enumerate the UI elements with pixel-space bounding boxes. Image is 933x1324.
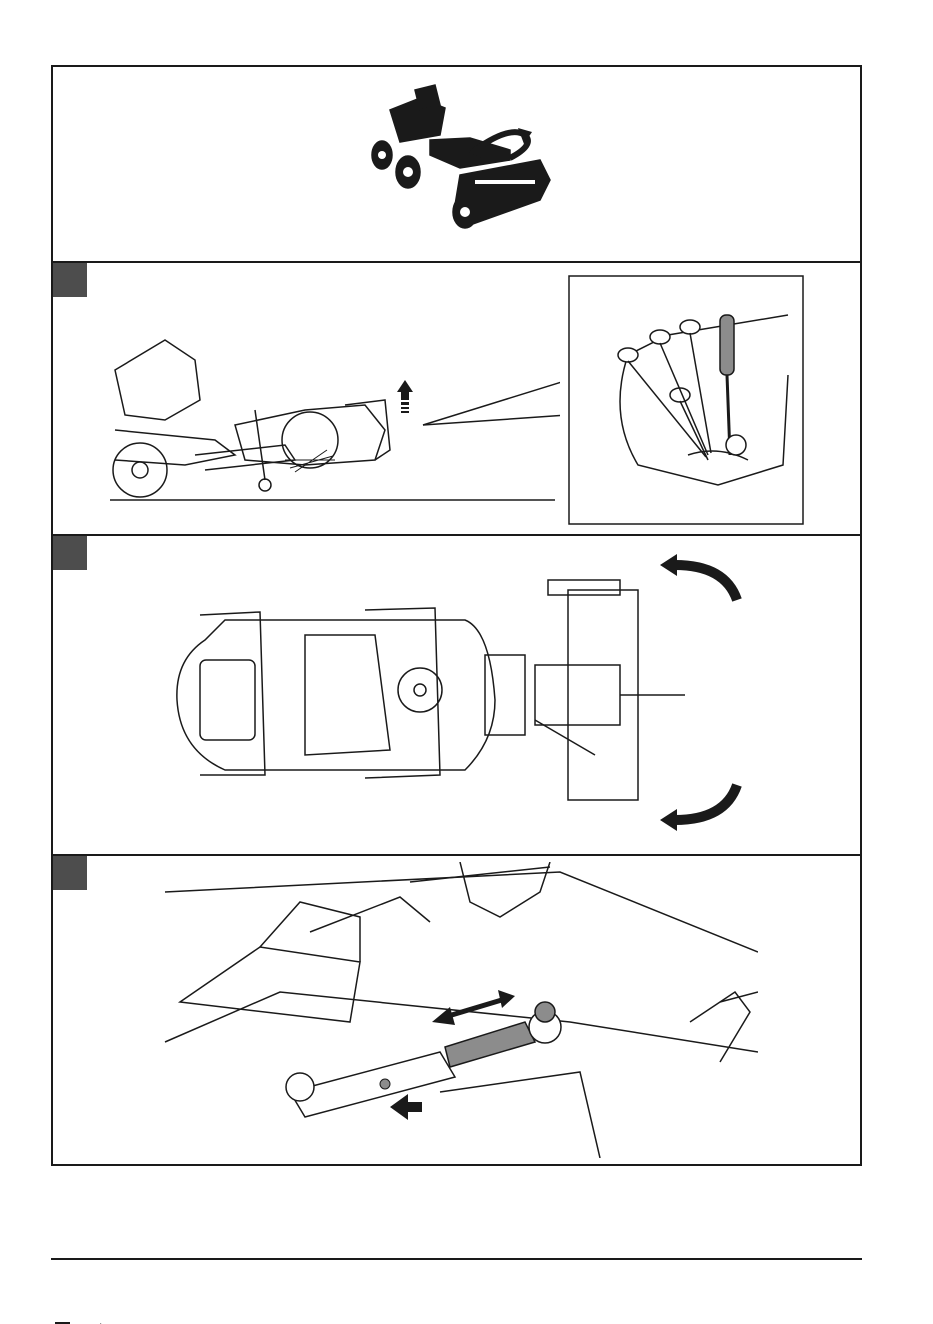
footer-crop-mark [0, 1316, 140, 1324]
panel-divider [51, 854, 862, 856]
rotate-arrow-down-icon [660, 785, 737, 831]
rod-detail-illustration [160, 862, 758, 1158]
top-view-illustration [165, 550, 765, 840]
step-marker-3 [53, 856, 87, 890]
panel-divider [51, 261, 862, 263]
step-marker-2 [53, 536, 87, 570]
rotate-arrow-up-icon [660, 554, 737, 600]
double-arrow-icon [432, 990, 515, 1025]
push-arrow-icon [390, 1094, 422, 1120]
lift-lever-detail [568, 275, 804, 525]
side-view-illustration [105, 330, 560, 510]
footer-rule [51, 1258, 862, 1260]
step-marker-1 [53, 263, 87, 297]
overview-illustration [360, 80, 560, 245]
up-arrow-icon [397, 380, 413, 413]
panel-divider [51, 534, 862, 536]
